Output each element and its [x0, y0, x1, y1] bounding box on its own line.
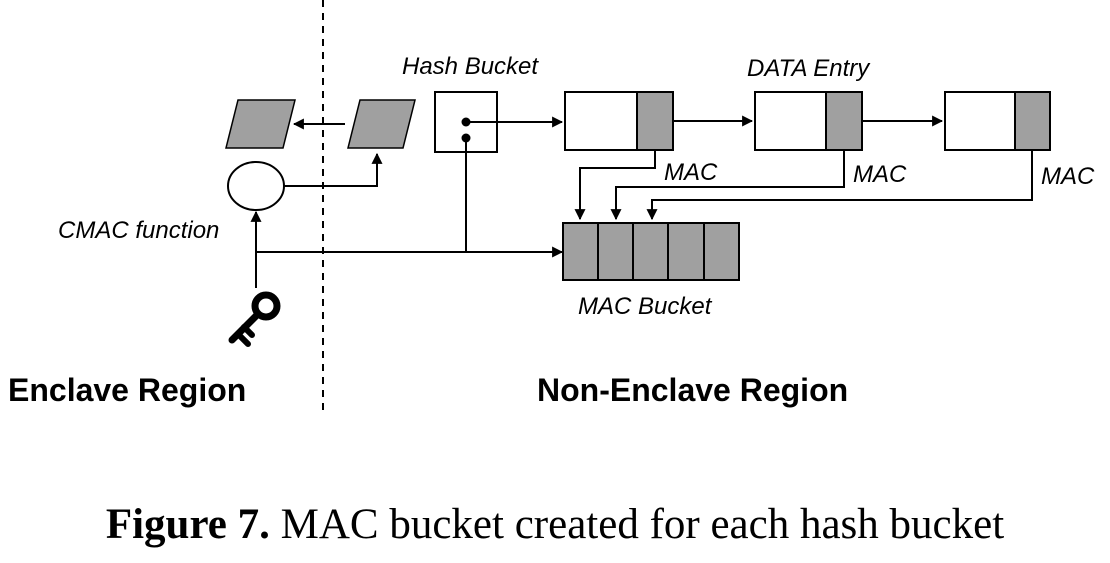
enclave-mac-parallelogram	[225, 99, 296, 149]
hash-bucket-label: Hash Bucket	[402, 53, 539, 80]
cmac-function-circle	[227, 161, 285, 211]
mac2-connector	[610, 150, 845, 221]
mac-bucket-label: MAC Bucket	[578, 293, 713, 320]
data-entry-2	[754, 91, 863, 151]
mac-label-2: MAC	[853, 161, 907, 188]
figure-caption: Figure 7. MAC bucket created for each ha…	[0, 500, 1110, 549]
data-entry-1	[564, 91, 674, 151]
mac-label-1: MAC	[664, 159, 718, 186]
enclave-region-label: Enclave Region	[8, 372, 246, 408]
cmac-output-arrow	[284, 152, 383, 187]
stored-mac-parallelogram	[347, 99, 416, 149]
mac1-connector	[574, 150, 656, 221]
data-entry-3	[944, 91, 1051, 151]
cmac-function-label: CMAC function	[58, 217, 219, 244]
key-icon	[228, 291, 281, 347]
mac-bucket-diagram: Hash Bucket DATA Entry MAC MAC MAC CMAC …	[8, 0, 1095, 415]
non-enclave-region-label: Non-Enclave Region	[537, 372, 848, 408]
mac-bucket	[562, 222, 740, 281]
data-entry-label: DATA Entry	[747, 55, 871, 82]
mac3-connector	[646, 150, 1033, 221]
mac-label-3: MAC	[1041, 163, 1095, 190]
figure-number: Figure 7.	[105, 501, 270, 548]
caption-text: MAC bucket created for each hash bucket	[269, 501, 1005, 548]
